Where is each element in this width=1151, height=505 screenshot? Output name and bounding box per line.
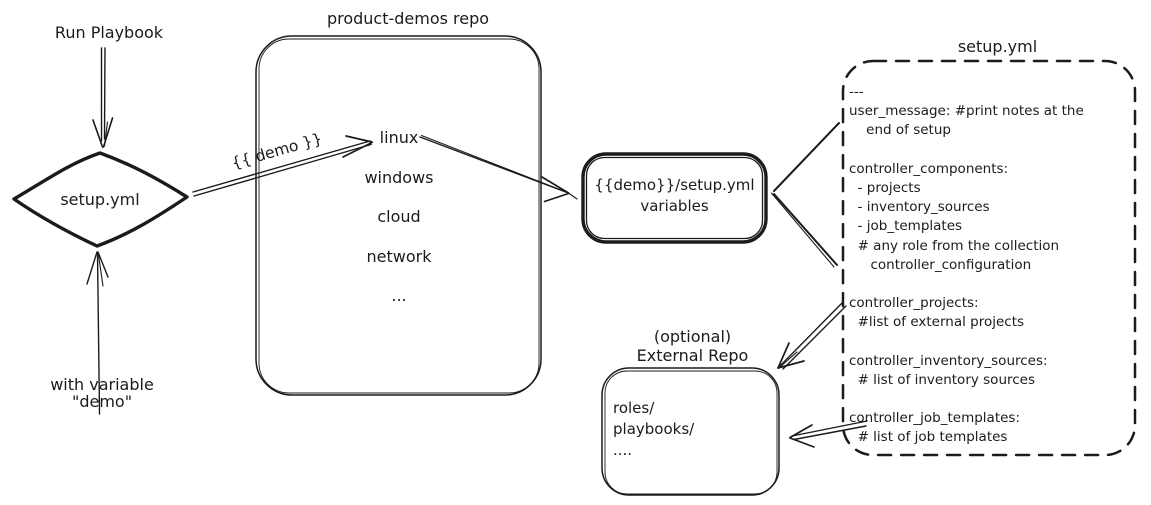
repo-item: network <box>366 246 432 266</box>
yaml-line: controller_configuration <box>849 256 1032 273</box>
yaml-line: # any role from the collection <box>849 237 1060 254</box>
yaml-line <box>849 141 1133 160</box>
external-repo-label-line2: External Repo <box>636 346 749 365</box>
yaml-line: controller_job_templates: <box>849 410 1021 427</box>
setup-yml-file-title: setup.yml <box>957 37 1038 56</box>
product-demos-repo-box-shape <box>255 35 542 396</box>
yaml-line <box>849 390 1133 409</box>
fork-lines-to-setup-yml <box>770 122 840 268</box>
repo-item: ... <box>391 286 407 305</box>
setup-yml-file-content: --- user_message: #print notes at the end… <box>849 83 1133 448</box>
variables-box-shape <box>581 152 768 244</box>
yaml-line: controller_projects: <box>849 295 979 312</box>
external-repo-item: .... <box>613 441 633 459</box>
external-repo-item: roles/ <box>613 399 655 417</box>
repo-item: linux <box>379 128 419 147</box>
yaml-line: - inventory_sources <box>849 199 990 216</box>
yaml-line <box>849 332 1133 351</box>
yaml-line: --- <box>849 84 864 100</box>
yaml-line: - projects <box>849 179 921 196</box>
repo-item: windows <box>364 167 434 187</box>
with-variable-arrow <box>86 251 109 415</box>
setup-yml-dashed-box-shape <box>841 59 1137 457</box>
variables-box-label: {{demo}}/setup.yml variables <box>584 175 765 217</box>
yaml-line: controller_components: <box>849 160 1009 177</box>
external-repo-label-line1: (optional) <box>653 327 732 346</box>
yaml-line: # list of inventory sources <box>849 371 1036 388</box>
external-repo-items: roles/playbooks/.... <box>613 398 773 461</box>
product-demos-repo-title: product-demos repo <box>326 9 490 28</box>
with-variable-label-line2: "demo" <box>71 392 133 411</box>
linux-to-variables-arrow <box>419 134 578 203</box>
projects-to-external-repo-arrow <box>777 301 847 370</box>
repo-item: cloud <box>377 207 421 226</box>
variables-box-label-line1: {{demo}}/setup.yml <box>594 176 755 194</box>
decision-diamond-shape <box>12 151 189 248</box>
demo-arrow <box>192 135 373 197</box>
yaml-line: - job_templates <box>849 218 963 235</box>
fork-line-top <box>773 122 840 192</box>
yaml-line <box>849 275 1133 294</box>
external-repo-item: playbooks/ <box>613 420 695 438</box>
product-demos-repo-items: linux windows cloud network... <box>299 118 499 316</box>
with-variable-label-line1: with variable <box>50 375 154 394</box>
yaml-line: end of setup <box>849 122 951 139</box>
yaml-line: # list of job templates <box>849 429 1008 446</box>
fork-line-bottom <box>773 193 838 266</box>
yaml-line: #list of external projects <box>849 314 1025 331</box>
decision-diamond-label: setup.yml <box>60 190 140 209</box>
yaml-line: controller_inventory_sources: <box>849 352 1048 369</box>
yaml-line: user_message: #print notes at the <box>849 103 1084 120</box>
external-repo-box-shape <box>601 367 780 496</box>
run-playbook-arrow <box>92 47 114 148</box>
variables-box-label-line2: variables <box>640 197 709 215</box>
run-playbook-label: Run Playbook <box>54 23 164 42</box>
job-templates-to-external-repo-arrow <box>789 420 868 448</box>
